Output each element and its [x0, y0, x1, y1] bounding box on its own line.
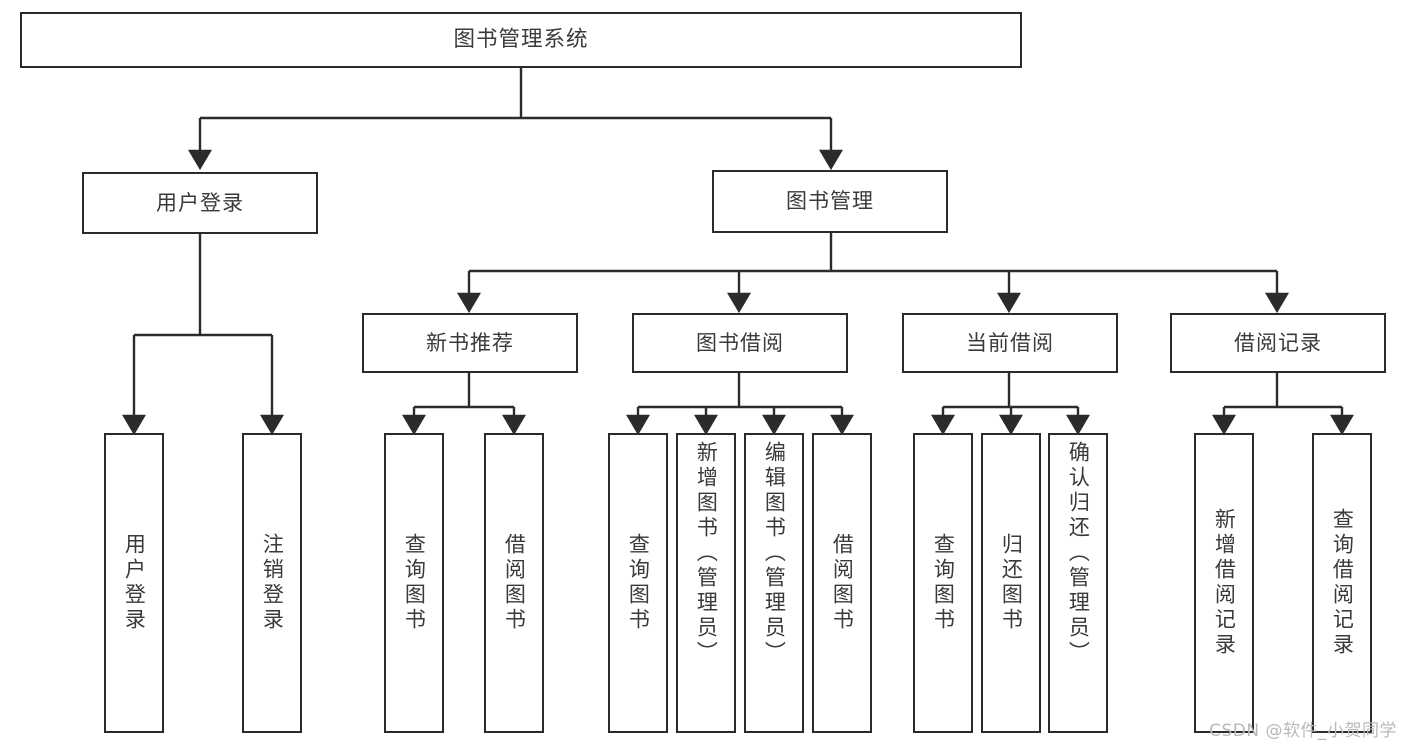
node-leaf-logout-login-label: 注销登录	[260, 533, 285, 633]
node-borrow-record-label: 借阅记录	[1234, 330, 1322, 355]
node-leaf-query-book-2[interactable]: 查询图书	[608, 433, 668, 733]
node-leaf-add-record-label: 新增借阅记录	[1212, 508, 1237, 658]
node-new-book-rec-label: 新书推荐	[426, 330, 514, 355]
node-leaf-borrow-book-2-label: 借阅图书	[830, 533, 855, 633]
node-root[interactable]: 图书管理系统	[20, 12, 1022, 68]
node-leaf-edit-book[interactable]: 编辑图书（管理员）	[744, 433, 804, 733]
node-book-borrow[interactable]: 图书借阅	[632, 313, 848, 373]
node-leaf-confirm-return[interactable]: 确认归还（管理员）	[1048, 433, 1108, 733]
node-leaf-add-record[interactable]: 新增借阅记录	[1194, 433, 1254, 733]
node-leaf-user-login-label: 用户登录	[122, 533, 147, 633]
node-current-borrow[interactable]: 当前借阅	[902, 313, 1118, 373]
node-user-login[interactable]: 用户登录	[82, 172, 318, 234]
node-leaf-query-book-3[interactable]: 查询图书	[913, 433, 973, 733]
node-leaf-borrow-book-1[interactable]: 借阅图书	[484, 433, 544, 733]
node-leaf-query-book-2-label: 查询图书	[626, 533, 651, 633]
node-leaf-add-book-label: 新增图书（管理员）	[694, 441, 719, 666]
node-leaf-add-book[interactable]: 新增图书（管理员）	[676, 433, 736, 733]
node-leaf-borrow-book-1-label: 借阅图书	[502, 533, 527, 633]
node-leaf-edit-book-label: 编辑图书（管理员）	[762, 441, 787, 666]
node-leaf-query-book-1[interactable]: 查询图书	[384, 433, 444, 733]
node-leaf-return-book-label: 归还图书	[999, 533, 1024, 633]
node-book-borrow-label: 图书借阅	[696, 330, 784, 355]
node-leaf-user-login[interactable]: 用户登录	[104, 433, 164, 733]
node-leaf-confirm-return-label: 确认归还（管理员）	[1066, 441, 1091, 666]
node-leaf-return-book[interactable]: 归还图书	[981, 433, 1041, 733]
node-new-book-rec[interactable]: 新书推荐	[362, 313, 578, 373]
node-leaf-query-record-label: 查询借阅记录	[1330, 508, 1355, 658]
node-leaf-query-book-1-label: 查询图书	[402, 533, 427, 633]
node-book-manage-label: 图书管理	[786, 189, 874, 214]
node-leaf-logout-login[interactable]: 注销登录	[242, 433, 302, 733]
node-leaf-query-book-3-label: 查询图书	[931, 533, 956, 633]
node-root-label: 图书管理系统	[453, 26, 589, 52]
node-book-manage[interactable]: 图书管理	[712, 170, 948, 233]
node-leaf-borrow-book-2[interactable]: 借阅图书	[812, 433, 872, 733]
node-leaf-query-record[interactable]: 查询借阅记录	[1312, 433, 1372, 733]
node-borrow-record[interactable]: 借阅记录	[1170, 313, 1386, 373]
node-current-borrow-label: 当前借阅	[966, 330, 1054, 355]
node-user-login-label: 用户登录	[156, 190, 244, 215]
csdn-watermark: CSDN @软件_小贺同学	[1209, 721, 1397, 741]
